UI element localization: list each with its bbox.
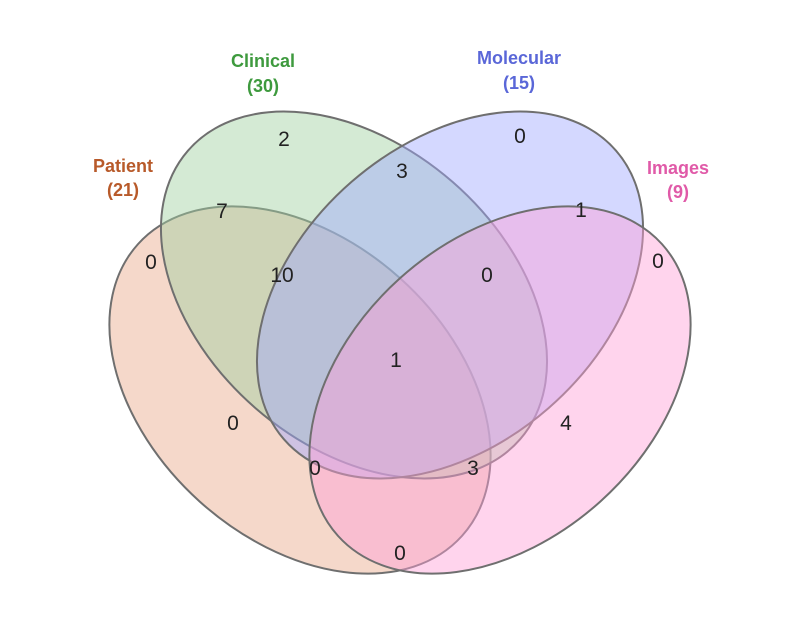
region-count-patient-clinical-images: 3 xyxy=(467,457,479,480)
set-ellipse-images xyxy=(308,205,692,575)
set-label-molecular-name: Molecular xyxy=(477,48,561,68)
region-count-molecular-only: 0 xyxy=(514,125,526,148)
set-label-images-size: (9) xyxy=(667,182,689,202)
region-count-patient-clinical: 7 xyxy=(216,200,228,223)
region-count-patient-only: 0 xyxy=(145,251,157,274)
region-count-patient-molecular: 0 xyxy=(227,412,239,435)
region-count-patient-images: 0 xyxy=(394,542,406,565)
region-count-patient-clinical-molecular: 10 xyxy=(270,264,293,287)
region-count-clinical-molecular: 3 xyxy=(396,160,408,183)
region-count-all-four: 1 xyxy=(390,349,402,372)
region-count-images-only: 0 xyxy=(652,250,664,273)
set-label-images-name: Images xyxy=(647,158,709,178)
region-count-clinical-images: 4 xyxy=(560,412,572,435)
region-count-patient-molecular-images: 0 xyxy=(309,457,321,480)
region-count-clinical-only: 2 xyxy=(278,128,290,151)
set-label-clinical-name: Clinical xyxy=(231,51,295,71)
set-label-clinical-size: (30) xyxy=(247,76,279,96)
set-label-patient-name: Patient xyxy=(93,156,153,176)
region-count-clinical-molecular-images: 0 xyxy=(481,264,493,287)
region-count-molecular-images: 1 xyxy=(575,199,587,222)
set-label-molecular-size: (15) xyxy=(503,73,535,93)
set-ellipse-clinical xyxy=(159,110,549,480)
set-ellipse-molecular xyxy=(255,110,645,480)
set-label-patient-size: (21) xyxy=(107,180,139,200)
